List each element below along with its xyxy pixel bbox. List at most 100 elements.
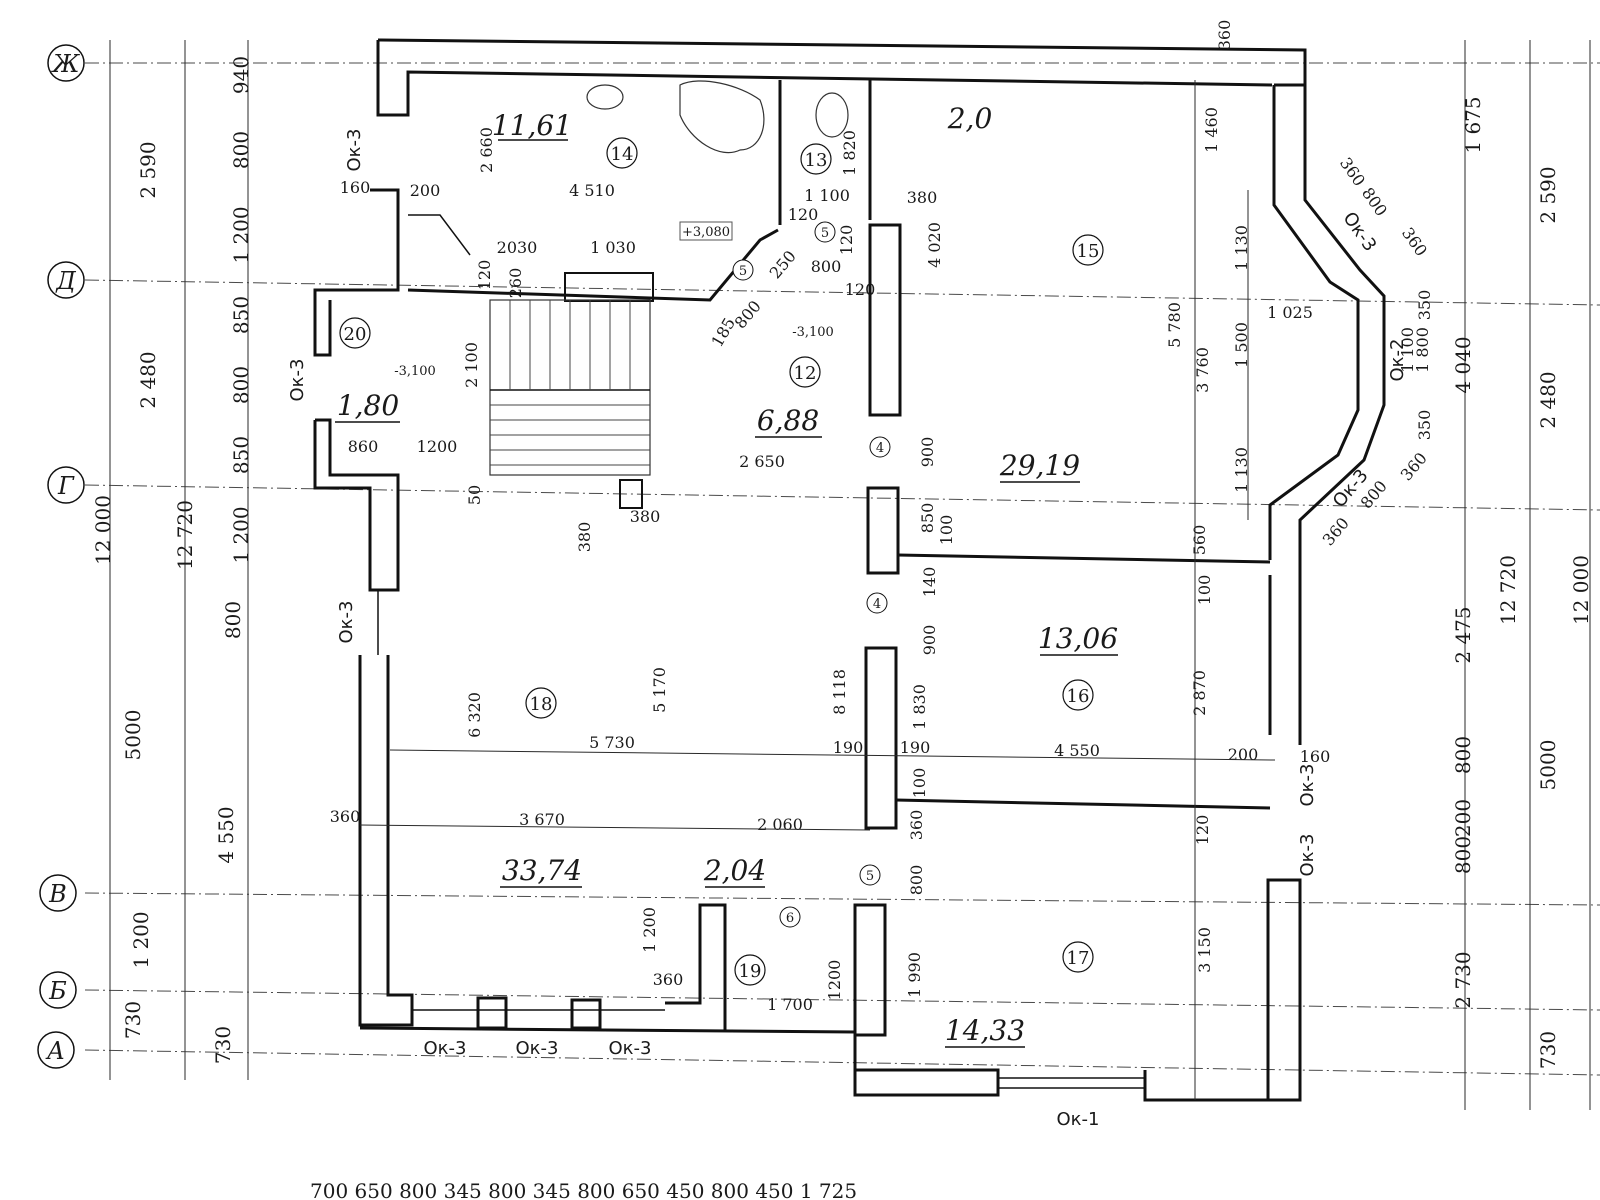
dim-text: 5 170 bbox=[650, 667, 669, 713]
dim-text: 1 200 bbox=[229, 506, 253, 563]
room-area: 11,61 bbox=[492, 109, 572, 142]
door-marker-circle bbox=[869, 436, 891, 458]
dim-text: 360 bbox=[653, 970, 684, 989]
door-markers: 4 4 5 5 5 6 bbox=[732, 221, 891, 928]
door-marker-circle bbox=[859, 864, 881, 886]
bathtub-icon bbox=[679, 80, 765, 154]
wall-left-mid bbox=[313, 418, 400, 592]
dim-text: 860 bbox=[348, 437, 379, 456]
room-area: 1,80 bbox=[337, 389, 399, 422]
door-marker: 4 bbox=[873, 597, 881, 612]
axis-line-a bbox=[84, 1049, 1600, 1076]
dim-text: 120 bbox=[475, 260, 494, 291]
dim-text: 1 990 bbox=[905, 952, 924, 998]
room-number-circle bbox=[1062, 679, 1094, 711]
sink-icon bbox=[586, 84, 624, 110]
toilet-icon bbox=[815, 92, 849, 138]
level-marks: +3,080 -3,100 -3,100 bbox=[394, 221, 834, 379]
window-label: Ок-3 bbox=[516, 1038, 559, 1059]
dim-text: 360 bbox=[907, 810, 926, 841]
dim-text: 1 800 bbox=[1413, 327, 1432, 373]
dim-text: 5000 bbox=[1536, 740, 1560, 791]
axis-line-v bbox=[84, 892, 1600, 906]
door-marker: 6 bbox=[786, 911, 794, 926]
dim-text: 140 bbox=[920, 567, 939, 598]
room-area: 14,33 bbox=[945, 1014, 1025, 1047]
dim-text: 4 510 bbox=[569, 181, 615, 200]
room-number-circle bbox=[800, 143, 832, 175]
level-mark: -3,100 bbox=[792, 325, 834, 340]
axis-bubble-v bbox=[39, 874, 77, 912]
dim-text: 800 bbox=[1451, 736, 1475, 774]
dim-text: 380 bbox=[907, 188, 938, 207]
wall-18-16 bbox=[864, 646, 898, 830]
dim-text: 850 bbox=[918, 503, 937, 534]
dim-text: 1 030 bbox=[590, 238, 636, 257]
level-mark: +3,080 bbox=[682, 225, 730, 240]
dim-text: 2 730 bbox=[1451, 951, 1475, 1008]
room-number: 13 bbox=[805, 150, 828, 171]
dim-text: 900 bbox=[918, 437, 937, 468]
column-block bbox=[619, 479, 643, 509]
dim-text: 380 bbox=[575, 522, 594, 553]
wall-15-16 bbox=[897, 553, 1271, 564]
window-label: Ок-3 bbox=[287, 359, 308, 402]
axis-bubble-g bbox=[47, 466, 85, 504]
axis-bubble-d bbox=[47, 261, 85, 299]
room-area: 2,0 bbox=[947, 102, 993, 135]
dim-text: 2 650 bbox=[739, 452, 785, 471]
dim-text: 100 bbox=[910, 768, 929, 799]
dim-text: 560 bbox=[1190, 525, 1209, 556]
axis-line-d bbox=[84, 279, 1600, 306]
dim-text: 2 660 bbox=[477, 127, 496, 173]
dim-text: 850 bbox=[229, 296, 253, 334]
dim-text: 160 bbox=[1300, 747, 1331, 766]
dim-text: 360 bbox=[1398, 224, 1431, 260]
window-label: Ок-3 bbox=[1297, 764, 1318, 807]
chimney-block bbox=[564, 272, 654, 302]
dim-text: 1 675 bbox=[1461, 96, 1485, 153]
axis-label: Ж bbox=[51, 50, 81, 78]
dim-text: 6 320 bbox=[465, 692, 484, 738]
dim-text: 5 780 bbox=[1165, 302, 1184, 348]
dim-text: 360 bbox=[1319, 514, 1353, 550]
axis-bubble-zh bbox=[47, 44, 85, 82]
dim-text: 100 bbox=[937, 515, 956, 546]
wall-12-15 bbox=[868, 223, 902, 417]
axis-bubble-a bbox=[37, 1031, 75, 1069]
room-number-circle bbox=[1062, 941, 1094, 973]
dim-text: 1 830 bbox=[910, 684, 929, 730]
sanitary-fixtures bbox=[408, 80, 849, 256]
dim-text: 360 bbox=[330, 807, 361, 826]
dim-text: 360 bbox=[1397, 449, 1431, 485]
dim-text: 160 bbox=[340, 178, 371, 197]
dim-text: 12 720 bbox=[1496, 555, 1520, 625]
room-number-circle bbox=[1072, 234, 1104, 266]
dim-text: 1 500 bbox=[1232, 322, 1251, 368]
dim-text: 4 040 bbox=[1451, 336, 1475, 393]
dim-text: 800 bbox=[221, 601, 245, 639]
axis-label: А bbox=[45, 1037, 65, 1065]
right-dimensions: 12 000 2 590 2 480 12 720 5000 730 1 675… bbox=[1215, 20, 1593, 1110]
dim-text: 730 bbox=[121, 1001, 145, 1039]
dim-text: 100 bbox=[1195, 575, 1214, 606]
dim-text: 350 bbox=[1415, 290, 1434, 321]
dim-text: 1 130 bbox=[1232, 225, 1251, 271]
dim-text: 800 bbox=[1451, 836, 1475, 874]
dim-text: 1 820 bbox=[840, 130, 859, 176]
dim-text: 380 bbox=[630, 507, 661, 526]
wall-left-lower bbox=[358, 655, 414, 1027]
room-area: 13,06 bbox=[1038, 622, 1118, 655]
wall-right-outer bbox=[1298, 85, 1386, 745]
dim-text: 1 200 bbox=[229, 206, 253, 263]
level-box bbox=[679, 221, 733, 241]
axis-label: В bbox=[48, 880, 67, 908]
dim-text: 1 200 bbox=[640, 907, 659, 953]
wall-16-17 bbox=[895, 798, 1271, 810]
door-marker-circle bbox=[866, 592, 888, 614]
dim-text: 4 550 bbox=[214, 806, 238, 863]
window-labels: Ок-3 Ок-3 Ок-3 Ок-3 Ок-3 Ок-3 Ок-3 Ок-3 … bbox=[287, 129, 1408, 1131]
axis-grid-lines bbox=[84, 62, 1600, 1076]
room-number-circle bbox=[339, 317, 371, 349]
dim-text: 4 550 bbox=[1054, 741, 1100, 760]
